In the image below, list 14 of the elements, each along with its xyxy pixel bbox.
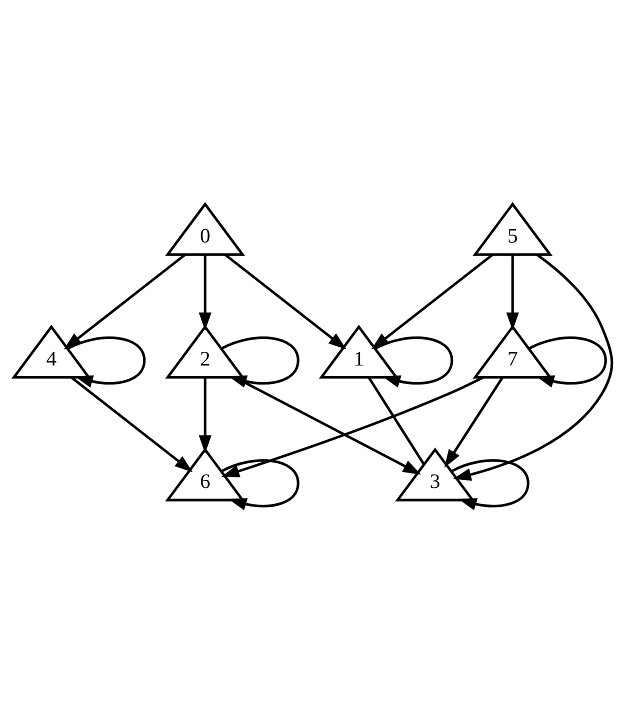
arrow — [221, 459, 300, 510]
arrow — [450, 459, 530, 510]
arrow — [528, 336, 607, 388]
arrow — [198, 254, 212, 331]
arrow — [444, 376, 504, 468]
arrow — [224, 254, 346, 350]
arrow — [374, 336, 454, 388]
arrow — [506, 254, 519, 331]
arrow — [371, 254, 494, 350]
arrow — [70, 376, 193, 472]
arrow — [67, 336, 146, 388]
connector — [368, 376, 425, 465]
arrow — [198, 378, 212, 454]
arrow — [452, 254, 614, 481]
